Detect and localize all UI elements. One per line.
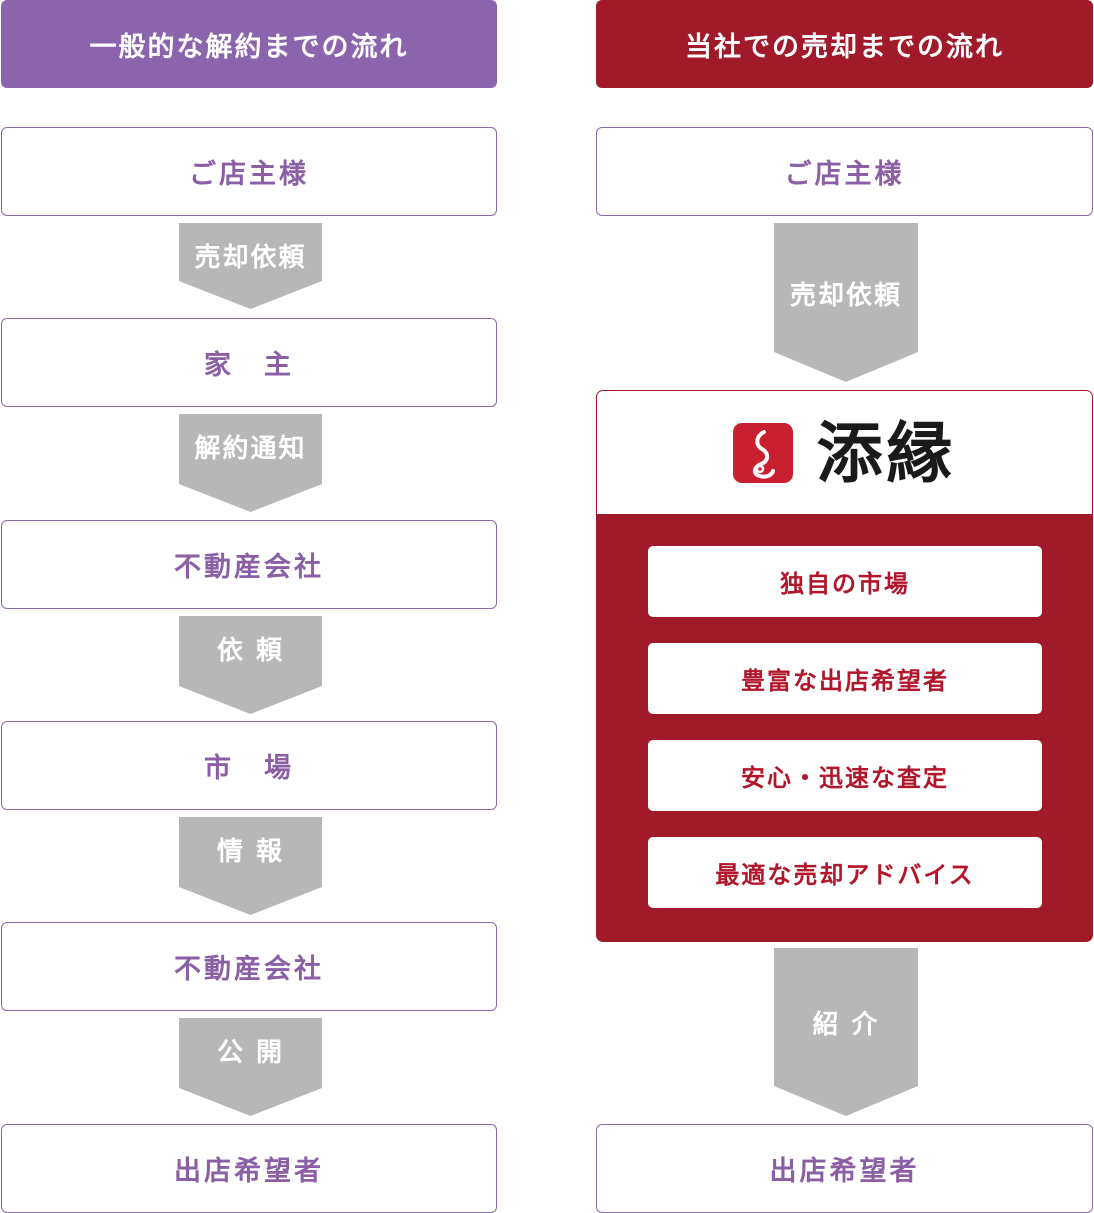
down-arrow-icon <box>179 817 322 915</box>
arrow-label: 公 開 <box>216 1038 285 1068</box>
arrow-label: 紹 介 <box>812 1010 880 1040</box>
brand-logo-text: 添縁 <box>816 413 957 492</box>
arrow-label: 依 頼 <box>216 636 285 666</box>
feature-best-sale-advice: 最適な売却アドバイス <box>648 837 1042 908</box>
down-arrow-icon <box>774 948 918 1116</box>
left-flow-header: 一般的な解約までの流れ <box>1 0 497 88</box>
left-arrow-cancel-notice: 解約通知 <box>179 414 322 512</box>
down-arrow-icon <box>179 1018 322 1116</box>
down-arrow-icon <box>774 223 918 382</box>
brand-panel: 添縁 独自の市場 豊富な出店希望者 安心・迅速な査定 最適な売却アドバイス <box>596 390 1093 942</box>
left-box-landlord: 家 主 <box>1 318 497 407</box>
down-arrow-icon <box>179 616 322 714</box>
left-box-realestate-2: 不動産会社 <box>1 922 497 1011</box>
right-box-applicant: 出店希望者 <box>596 1124 1093 1213</box>
arrow-label: 売却依頼 <box>194 243 307 273</box>
arrow-label: 売却依頼 <box>789 281 902 311</box>
right-arrow-introduction: 紹 介 <box>774 948 918 1116</box>
feature-many-applicants: 豊富な出店希望者 <box>648 643 1042 714</box>
left-arrow-information: 情 報 <box>179 817 322 915</box>
left-arrow-sale-request: 売却依頼 <box>179 223 322 309</box>
brand-logo-area: 添縁 <box>597 391 1092 514</box>
right-arrow-sale-request: 売却依頼 <box>774 223 918 382</box>
down-arrow-icon <box>179 223 322 309</box>
left-box-realestate-1: 不動産会社 <box>1 520 497 609</box>
feature-safe-fast-appraisal: 安心・迅速な査定 <box>648 740 1042 811</box>
left-box-applicant: 出店希望者 <box>1 1124 497 1213</box>
right-box-shop-owner: ご店主様 <box>596 127 1093 216</box>
feature-unique-market: 独自の市場 <box>648 546 1042 617</box>
left-arrow-publish: 公 開 <box>179 1018 322 1116</box>
left-box-market: 市 場 <box>1 721 497 810</box>
arrow-label: 解約通知 <box>194 434 307 464</box>
left-box-shop-owner: ご店主様 <box>1 127 497 216</box>
left-arrow-request: 依 頼 <box>179 616 322 714</box>
right-flow-header: 当社での売却までの流れ <box>596 0 1093 88</box>
arrow-label: 情 報 <box>216 837 285 867</box>
brand-logo-icon <box>732 422 793 483</box>
down-arrow-icon <box>179 414 322 512</box>
